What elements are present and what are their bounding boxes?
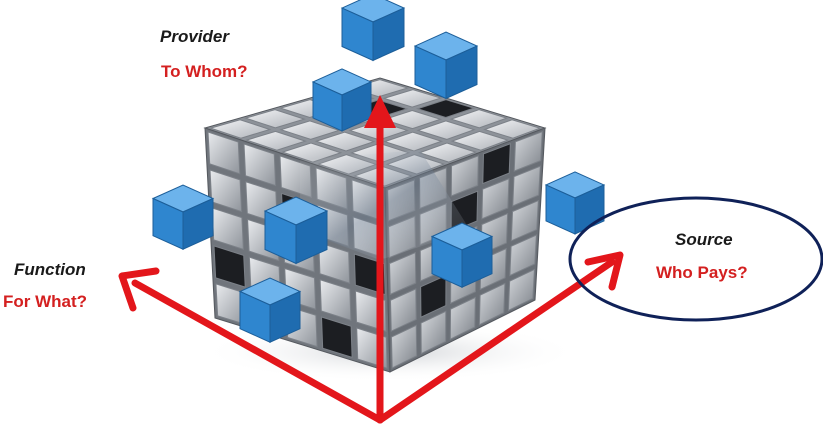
right-cell bbox=[449, 296, 476, 340]
blue-cube-top-right bbox=[413, 31, 479, 100]
top-cell bbox=[208, 119, 272, 139]
floating-cubes bbox=[151, 0, 606, 343]
blue-cube-left-face-right bbox=[295, 210, 328, 265]
top-cell bbox=[382, 109, 443, 130]
top-cell bbox=[418, 142, 478, 163]
right-cell bbox=[420, 310, 447, 355]
function-question: For What? bbox=[3, 292, 88, 311]
blue-cube-left-floating-right bbox=[182, 197, 214, 250]
left-cell bbox=[318, 241, 351, 284]
top-cell bbox=[382, 89, 443, 108]
source-question: Who Pays? bbox=[656, 263, 748, 282]
left-cell bbox=[213, 245, 246, 288]
blue-cube-top-floating-right bbox=[372, 7, 405, 62]
right-cell bbox=[510, 199, 539, 242]
top-cell bbox=[449, 109, 509, 129]
top-cell bbox=[314, 131, 376, 152]
top-cell bbox=[243, 109, 306, 129]
top-cell bbox=[415, 99, 476, 118]
blue-cube-top-floating bbox=[340, 0, 406, 62]
blue-cube-bottom-left-right bbox=[269, 290, 301, 343]
right-cell bbox=[389, 251, 417, 296]
left-arrowhead bbox=[118, 267, 160, 312]
left-cell bbox=[207, 131, 241, 175]
right-cell bbox=[512, 165, 541, 207]
left-cell bbox=[243, 143, 277, 187]
top-cell bbox=[279, 120, 341, 140]
left-cell bbox=[319, 279, 352, 322]
provider-title: Provider bbox=[160, 27, 229, 46]
right-cell bbox=[450, 155, 479, 197]
cube-glass-highlight bbox=[300, 150, 470, 260]
left-cell bbox=[321, 316, 353, 359]
right-cell bbox=[481, 177, 510, 220]
left-cell bbox=[209, 169, 243, 213]
top-cell bbox=[244, 130, 307, 151]
right-cell bbox=[507, 268, 536, 312]
blue-cube-left-face bbox=[263, 196, 329, 265]
top-cell bbox=[483, 119, 542, 139]
right-arrowhead bbox=[584, 251, 624, 291]
right-axis-arrow bbox=[376, 258, 616, 424]
function-title: Function bbox=[14, 260, 86, 279]
right-cell bbox=[478, 282, 506, 326]
right-cell bbox=[513, 130, 543, 172]
blue-cube-right-floating bbox=[544, 171, 606, 235]
blue-cube-right-face-right bbox=[461, 235, 493, 288]
blue-cube-bottom-left bbox=[238, 277, 302, 343]
top-cell bbox=[383, 131, 444, 152]
left-axis-arrow bbox=[131, 279, 384, 424]
blue-cube-left-floating bbox=[151, 184, 215, 250]
top-cell bbox=[280, 142, 343, 163]
right-cell bbox=[509, 234, 537, 277]
vertical-arrowhead bbox=[364, 95, 396, 128]
right-cell bbox=[389, 288, 417, 332]
source-highlight-ellipse bbox=[568, 196, 823, 322]
right-cell bbox=[482, 143, 511, 185]
right-cell bbox=[390, 324, 418, 369]
provider-question: To Whom? bbox=[161, 62, 248, 81]
source-title: Source bbox=[675, 230, 733, 249]
right-cell bbox=[420, 274, 447, 319]
blue-cube-right-face bbox=[430, 222, 494, 288]
blue-cube-on-top bbox=[311, 68, 373, 132]
top-cell bbox=[416, 120, 476, 140]
top-cell bbox=[450, 130, 510, 151]
blue-cube-top-right-right bbox=[445, 45, 478, 100]
axis-arrows bbox=[118, 95, 624, 424]
